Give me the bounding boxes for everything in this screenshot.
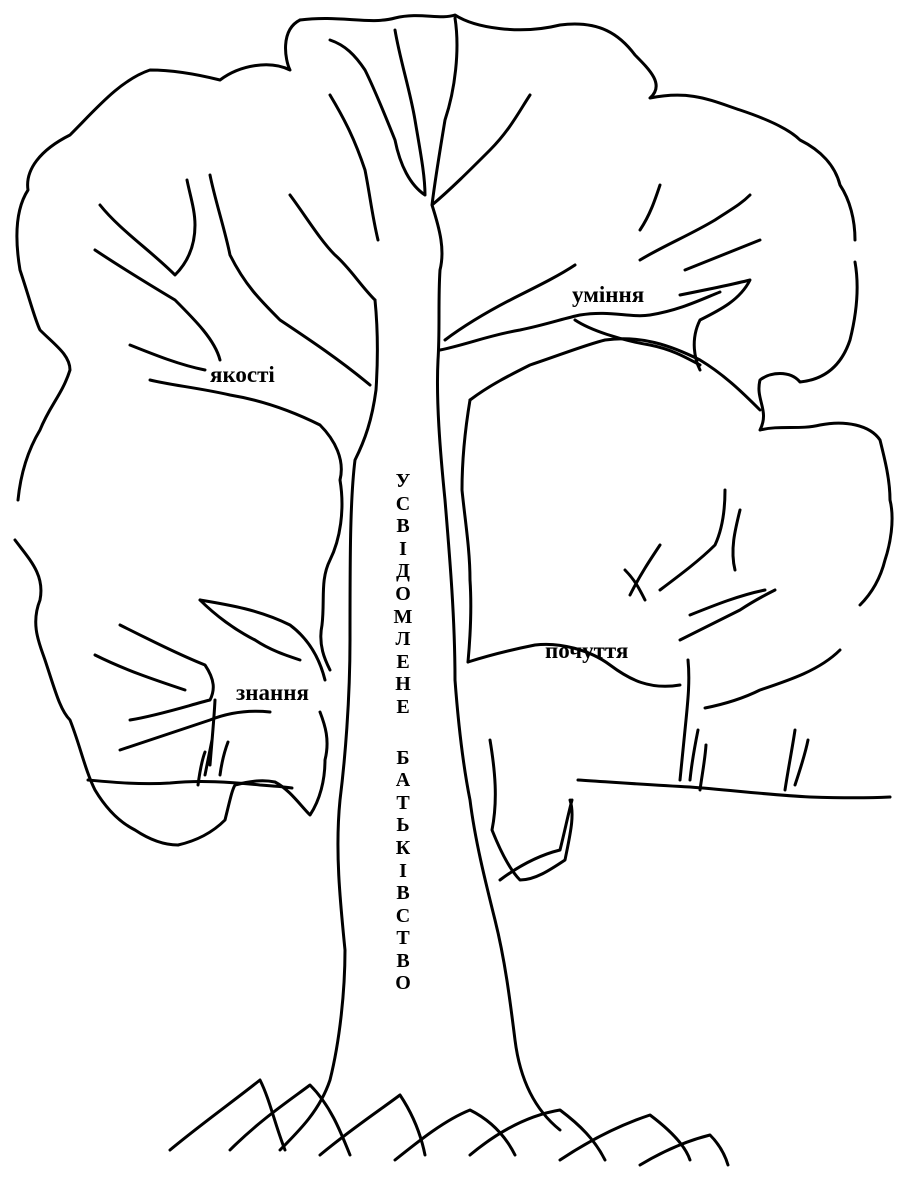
branch-right-lower-twig-4 [733, 510, 740, 570]
trunk-letter: В [396, 882, 409, 905]
branch-left-lower-outline [200, 600, 325, 680]
branch-right-upper-twig-3 [640, 185, 660, 230]
branch-left-upper-twig-2 [95, 250, 220, 360]
trunk-letter: В [396, 950, 409, 973]
branch-left-upper-twig-1 [130, 345, 205, 370]
branch-right-lower-twig-5 [625, 545, 660, 600]
branch-right-middle-left-edge [462, 400, 471, 662]
branch-left-lower-twig-2 [95, 655, 185, 690]
trunk-letter: Е [396, 696, 409, 719]
branch-right-lower-twig-1 [680, 590, 775, 640]
canopy-outline-left-mid [15, 540, 178, 845]
trunk-letter: І [399, 538, 407, 561]
branch-left-upper-twig-3 [100, 180, 195, 275]
canopy-outline-right-lower [705, 650, 840, 708]
label-knowledge: знання [236, 680, 309, 706]
grass-left [198, 700, 228, 785]
trunk-letter: С [396, 493, 410, 516]
branch-center-left-twig [290, 195, 375, 300]
trunk-letter: Д [396, 560, 410, 583]
trunk-letter: А [396, 769, 410, 792]
branch-center-left-twig-2 [330, 95, 378, 240]
label-qualities: якості [210, 362, 275, 388]
trunk-letter: У [396, 470, 411, 493]
branch-right-upper-twig-2 [685, 240, 760, 270]
trunk-right-edge [432, 18, 560, 1130]
branch-left-upper-outline [150, 380, 342, 670]
canopy-outline-right [759, 262, 892, 605]
canopy-outline-bottom-right [490, 740, 572, 880]
trunk-letter: І [399, 860, 407, 883]
trunk-letter: Е [396, 651, 409, 674]
canopy-outline-top-center [300, 15, 855, 240]
trunk-letter: Б [396, 747, 409, 770]
trunk-letter: К [396, 837, 411, 860]
grass-right [680, 660, 706, 790]
label-feelings: почуття [545, 638, 628, 664]
trunk-letter: Ь [396, 814, 409, 837]
branch-right-middle-outline [470, 339, 760, 410]
root-right [560, 1115, 690, 1160]
trunk-letter: Л [396, 628, 411, 651]
label-skills: уміння [572, 282, 644, 308]
trunk-letter: С [396, 905, 410, 928]
trunk-letter: О [395, 583, 411, 606]
trunk-letter: Т [396, 927, 409, 950]
trunk-letter: О [395, 972, 411, 995]
branch-right-lower-twig-3 [660, 490, 725, 590]
trunk-letter: В [396, 515, 409, 538]
grass-right-2 [785, 730, 808, 790]
root-center-right [470, 1110, 605, 1160]
trunk-letter: Н [395, 673, 411, 696]
branch-left-upper-twig-4 [210, 175, 370, 385]
trunk-letter: М [394, 606, 413, 629]
trunk-letter: Т [396, 792, 409, 815]
ground-right [578, 780, 890, 798]
